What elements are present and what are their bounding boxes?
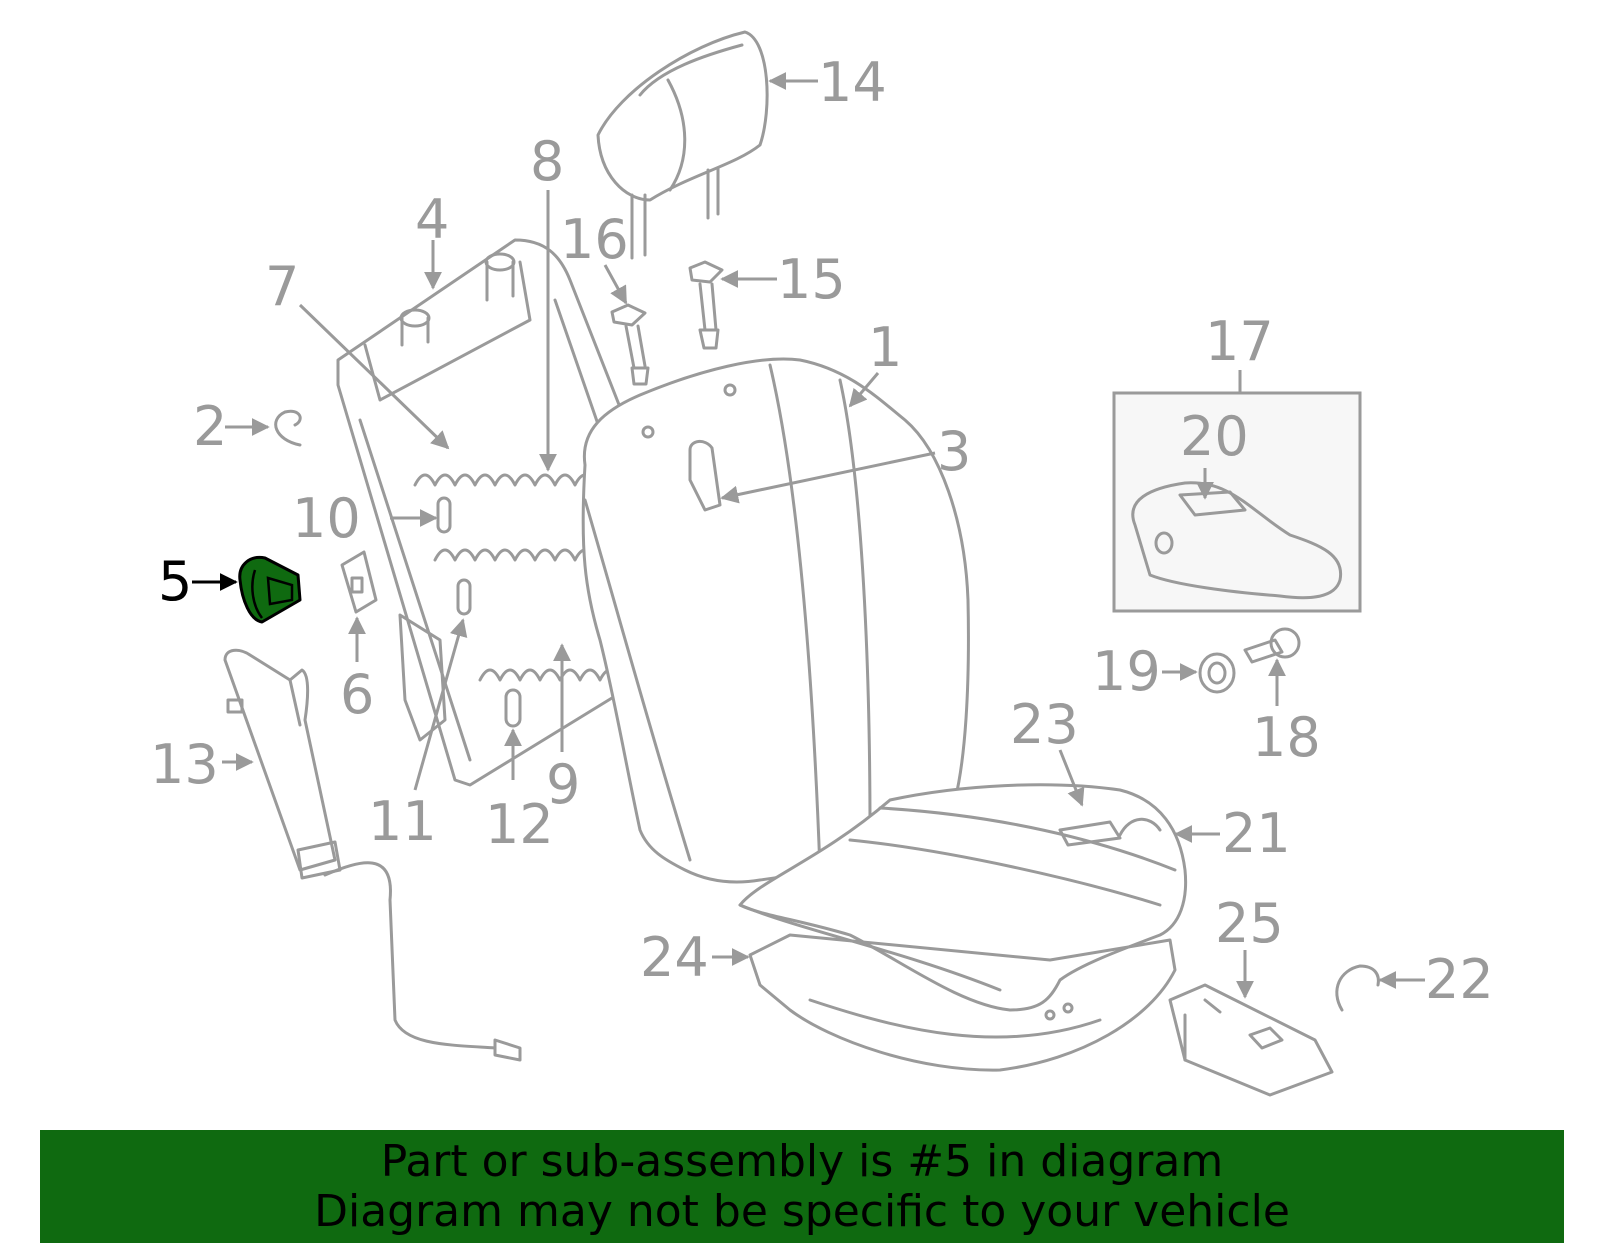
callout-4: 4: [415, 188, 449, 251]
clip-11: [456, 578, 472, 616]
leader-lines: [192, 72, 1425, 999]
callout-3: 3: [937, 420, 971, 483]
clip-12: [504, 688, 522, 728]
callout-12: 12: [485, 793, 554, 856]
callout-20: 20: [1180, 405, 1249, 468]
callout-1: 1: [868, 316, 902, 379]
callout-10: 10: [292, 487, 361, 550]
callout-labels: 14 15 16 4 8 7 1 3 2 10 5 6 11 12 9 13 1…: [150, 51, 1494, 1011]
callout-14: 14: [818, 51, 887, 114]
callout-2: 2: [193, 395, 227, 458]
headrest-guide-16: [610, 303, 650, 386]
callout-5[interactable]: 5: [158, 550, 192, 613]
side-airbag-13: [223, 648, 522, 1062]
highlighted-part-5[interactable]: [238, 555, 302, 624]
callout-8: 8: [530, 130, 564, 193]
banner-line-part: Part or sub-assembly is #5 in diagram: [380, 1135, 1224, 1187]
info-banner: Part or sub-assembly is #5 in diagram Di…: [40, 1130, 1564, 1243]
hook-22: [1335, 964, 1380, 1012]
callout-22: 22: [1425, 948, 1494, 1011]
callout-11: 11: [368, 790, 437, 853]
seat-cushion: [738, 783, 1188, 1012]
callout-6: 6: [340, 663, 374, 726]
callout-17: 17: [1205, 310, 1274, 373]
callout-15: 15: [777, 248, 846, 311]
callout-25: 25: [1215, 892, 1284, 955]
callout-16: 16: [560, 208, 629, 271]
module-25: [1168, 983, 1334, 1097]
spring-wires: [413, 473, 622, 682]
headrest-part: [596, 30, 769, 260]
box-17: [1112, 391, 1362, 613]
bolt-18: [1243, 627, 1301, 664]
callout-18: 18: [1252, 706, 1321, 769]
hook-2: [274, 409, 302, 447]
callout-7: 7: [265, 255, 299, 318]
clip-10: [436, 496, 452, 534]
bracket-6: [340, 550, 378, 614]
callout-24: 24: [640, 926, 709, 989]
callout-23: 23: [1010, 693, 1079, 756]
seat-pan-24: [748, 933, 1177, 1072]
callout-21: 21: [1222, 802, 1291, 865]
banner-line-disclaimer: Diagram may not be specific to your vehi…: [314, 1185, 1290, 1237]
washer-19: [1198, 652, 1236, 694]
headrest-guide-15: [688, 260, 724, 350]
callout-13: 13: [150, 733, 219, 796]
callout-9: 9: [546, 753, 580, 816]
callout-19: 19: [1092, 640, 1161, 703]
